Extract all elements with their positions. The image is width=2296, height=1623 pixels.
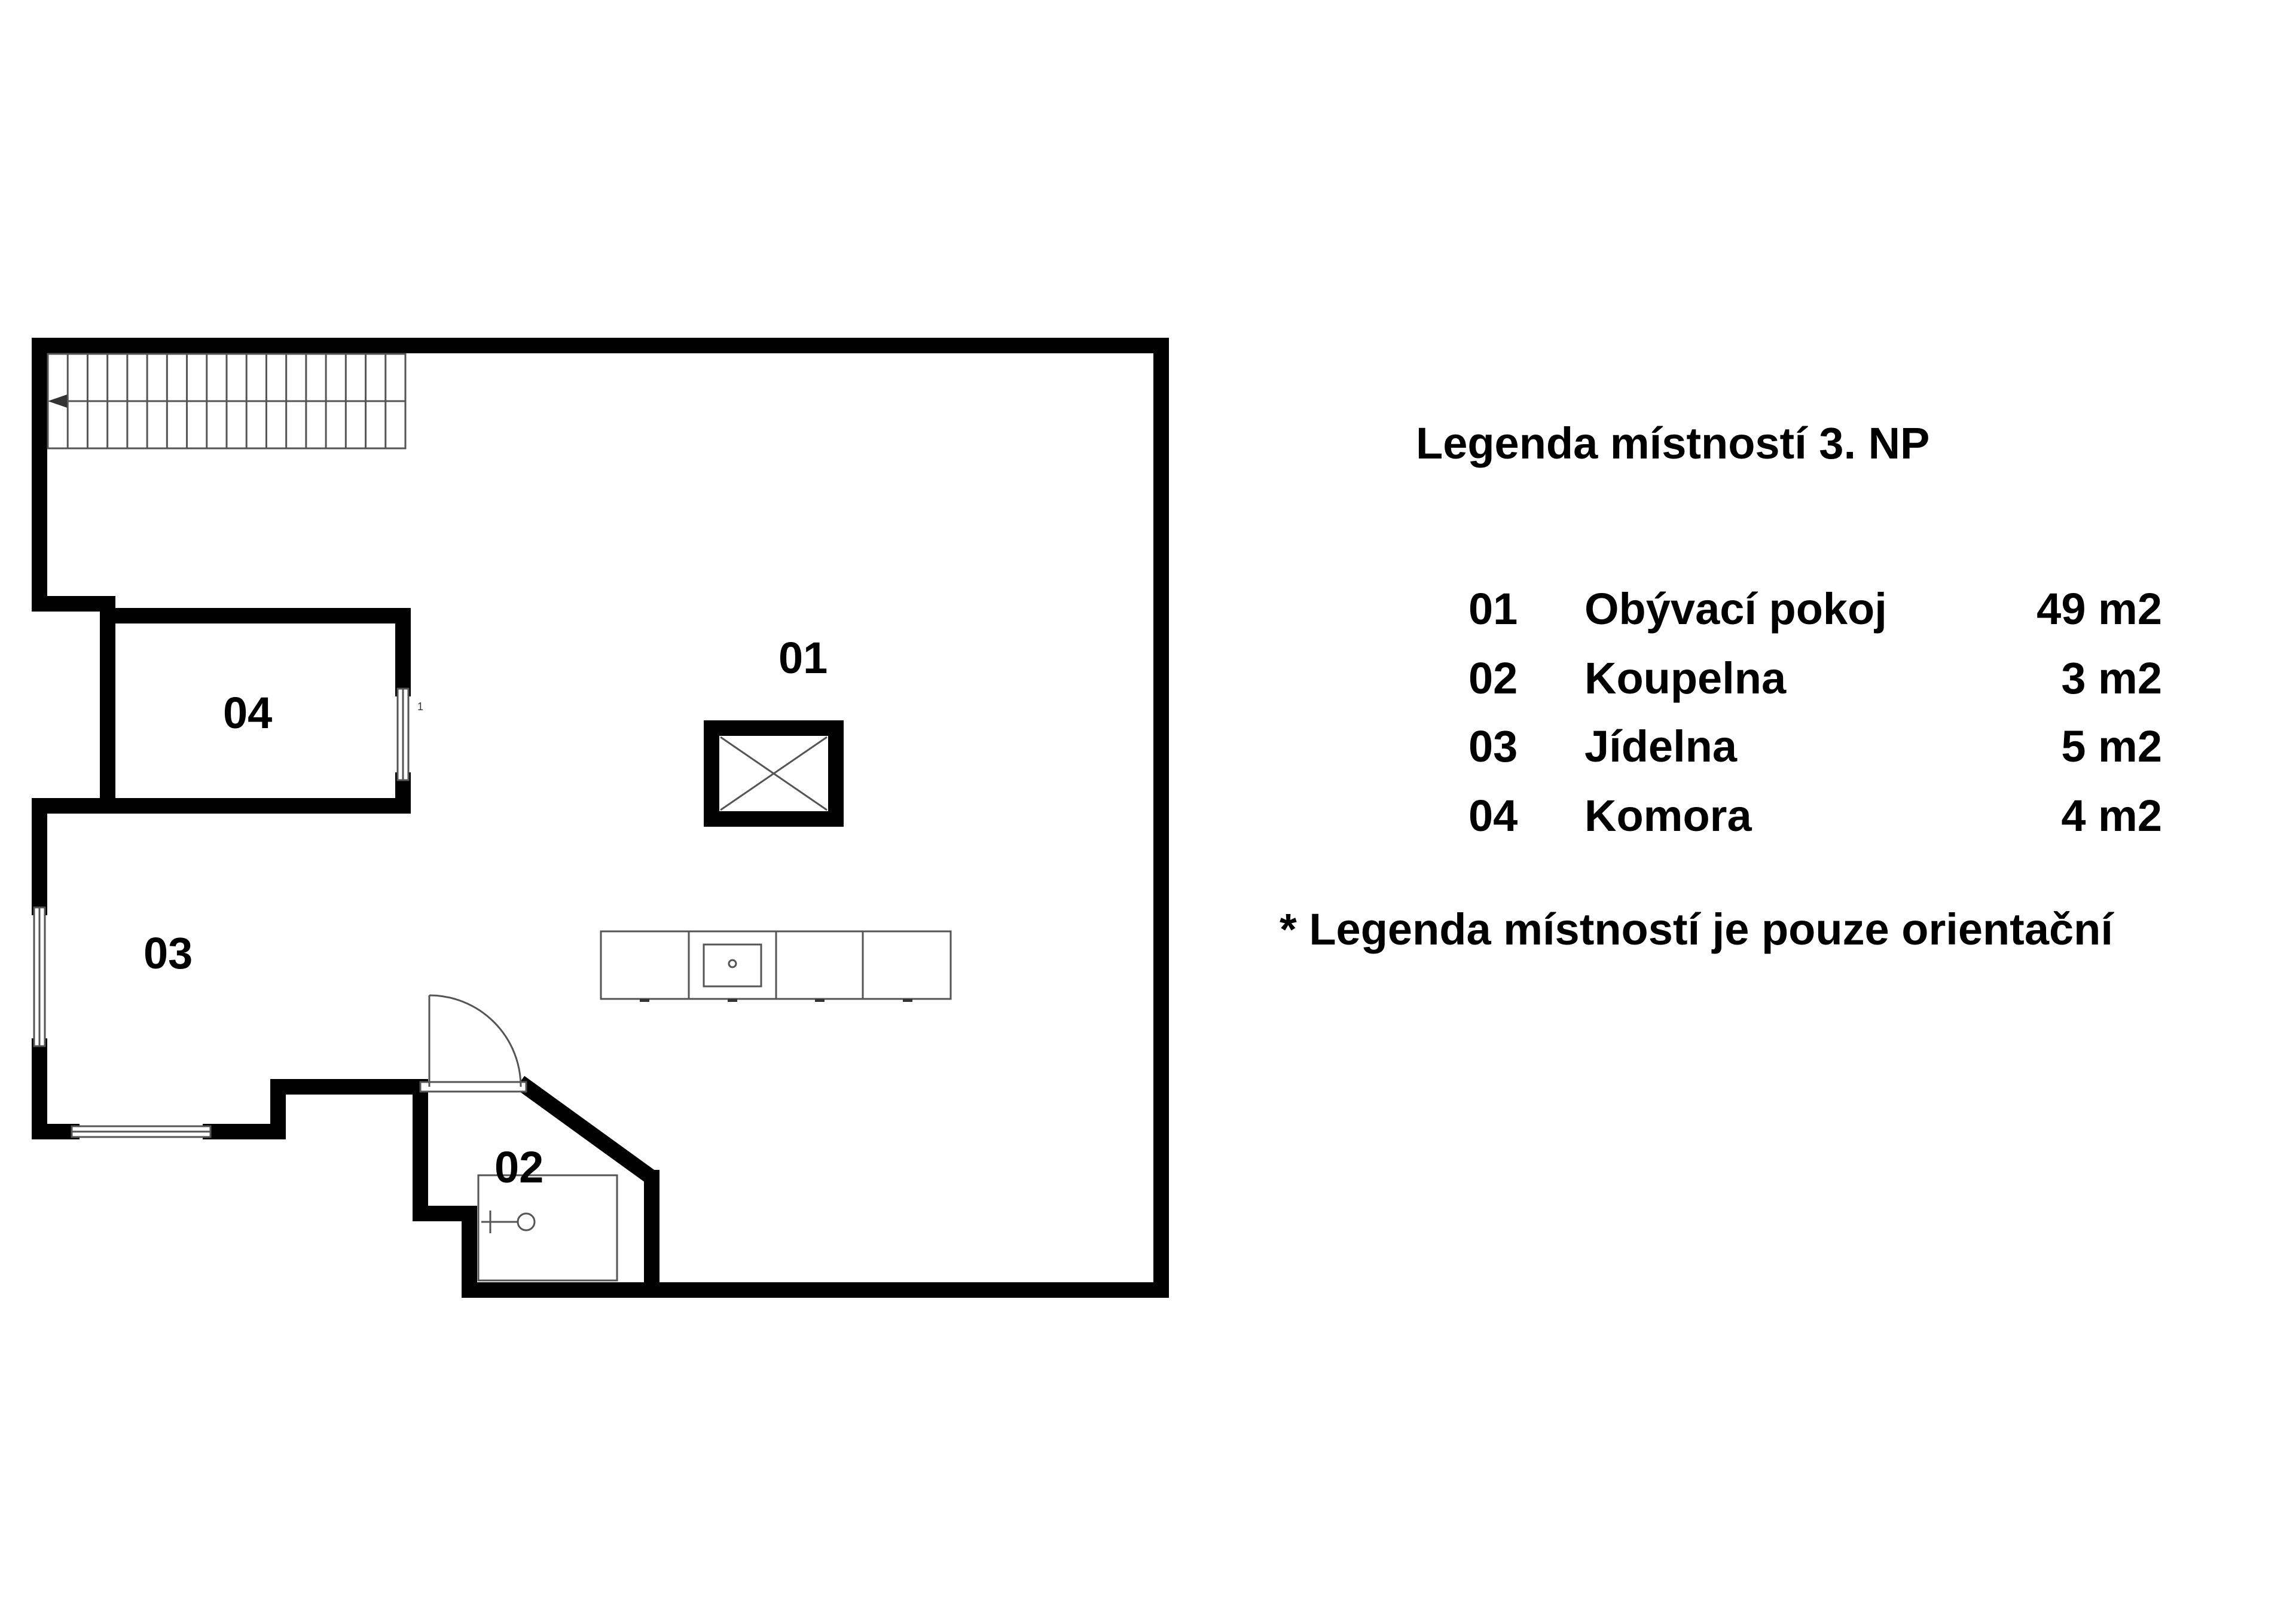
sink-icon [703,943,762,988]
room-label-03: 03 [144,928,193,978]
outer-wall [32,338,1169,1298]
kitchen-island [600,930,952,1002]
storage-wall [100,608,411,696]
room-label-01: 01 [778,633,828,683]
bathroom-door [419,994,527,1093]
windows [33,687,410,1138]
room-label-02: 02 [494,1142,544,1192]
bathroom-fixture [477,1174,618,1282]
storage-wall-lower [100,772,411,814]
dining-bottom-wall [203,1079,420,1139]
window-marker: 1 [417,701,423,713]
stairs-arrow-icon [48,395,67,408]
staircase [47,353,407,450]
left-wall-lower [32,1038,80,1139]
walls [32,338,1169,1298]
shaft-wall [704,720,844,827]
shaft-cross [720,736,828,811]
room-label-04: 04 [223,688,272,738]
left-wall-upper [32,596,115,915]
